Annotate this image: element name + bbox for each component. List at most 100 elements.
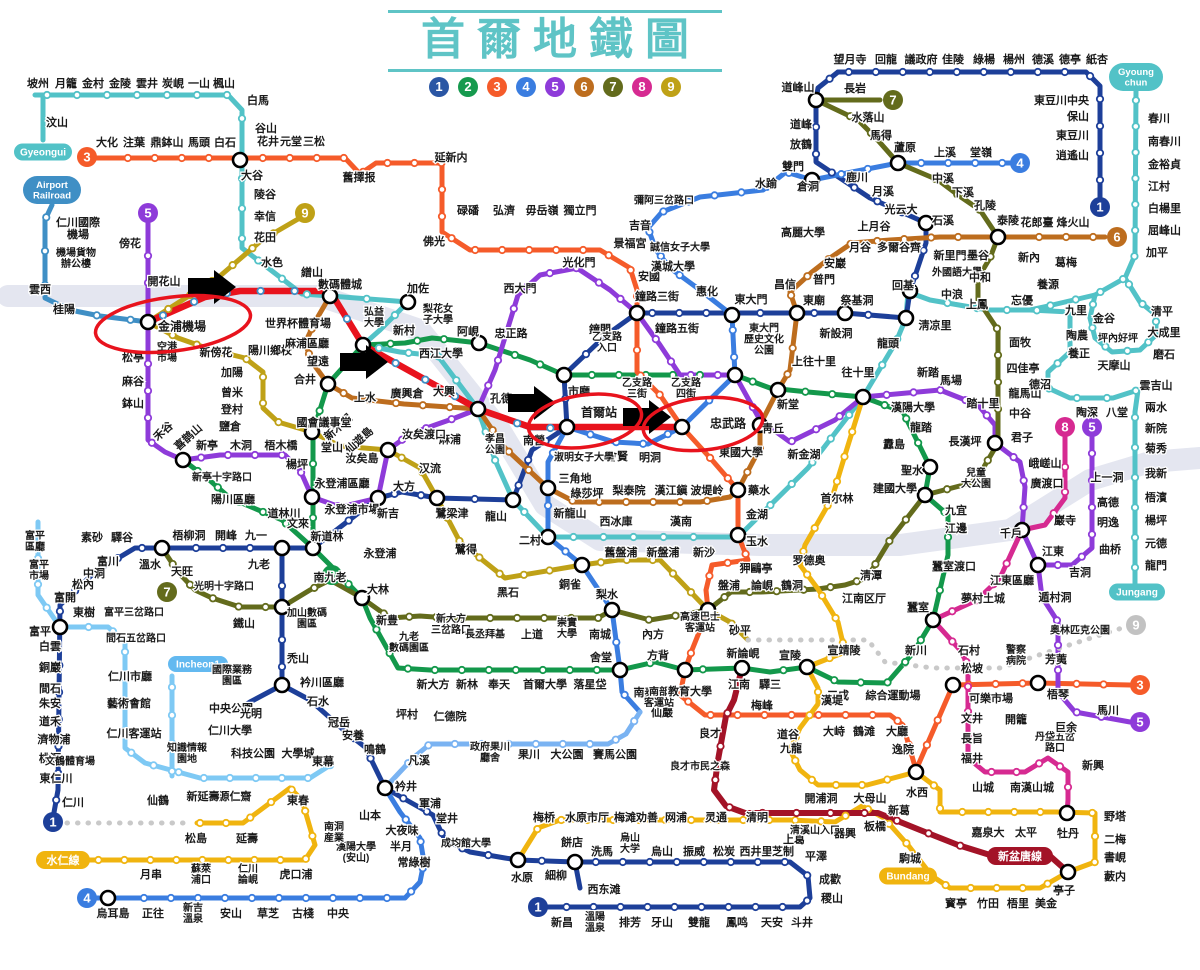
- station-label: 上往十里: [792, 354, 836, 368]
- station-label: 雙門: [782, 159, 804, 173]
- interchange-station: [989, 228, 1007, 246]
- station-label: 書峴: [1104, 850, 1126, 864]
- station-label: 芝制: [772, 844, 794, 858]
- station-dot: [1090, 832, 1100, 841]
- station-label: 德溪: [1031, 52, 1055, 66]
- station-dot: [168, 560, 177, 569]
- interchange-station: [917, 214, 935, 232]
- station-dot: [475, 553, 484, 562]
- legend-line-badge: 3: [487, 77, 507, 97]
- station-dot: [120, 647, 130, 656]
- station-dot: [218, 543, 228, 553]
- station-dot: [787, 291, 796, 300]
- station-dot: [127, 748, 136, 757]
- station-label: 丹垈五岔路口: [1035, 730, 1076, 754]
- station-label: 梨泰院: [612, 483, 646, 497]
- station-label: 國會議事堂: [297, 415, 352, 429]
- metro-line-gyeongui-jungang: [32, 92, 1141, 588]
- station-dot: [146, 855, 155, 865]
- station-label: 曲桥: [1099, 542, 1122, 556]
- station-label: 上一洞: [1091, 470, 1124, 484]
- station-dot: [258, 372, 268, 382]
- station-dot: [645, 857, 654, 867]
- station-label: 驛谷: [111, 530, 134, 544]
- station-dot: [126, 315, 135, 324]
- station-dot: [723, 558, 732, 567]
- legend-line-badge: 7: [603, 77, 623, 97]
- station-dot: [966, 756, 975, 765]
- station-label: 首爾站: [581, 404, 617, 419]
- station-dot: [552, 245, 561, 255]
- station-label: 仁川客運站: [107, 726, 162, 740]
- station-label: 白石: [214, 135, 236, 149]
- station-dot: [971, 158, 980, 168]
- station-dot: [831, 613, 840, 623]
- station-label: 纛島: [883, 437, 905, 451]
- station-dot: [1130, 413, 1140, 422]
- station-dot: [852, 577, 861, 586]
- station-dot: [963, 682, 973, 691]
- station-dot: [195, 818, 205, 828]
- station-dot: [982, 411, 991, 420]
- station-label: 雲吉山: [1140, 378, 1173, 392]
- station-dot: [825, 74, 834, 83]
- station-label: 山本: [359, 808, 381, 822]
- station-label: 金裕貞: [1147, 157, 1181, 171]
- station-label: 孝昌公園: [484, 432, 505, 456]
- station-dot: [695, 370, 704, 380]
- station-dot: [1131, 96, 1141, 105]
- station-label: 乙支路三街: [622, 376, 653, 400]
- station-label: 巨余: [1055, 720, 1078, 734]
- station-label: 麻浦: [438, 432, 461, 446]
- station-dot: [1102, 393, 1112, 403]
- station-label: 新踏: [917, 365, 940, 379]
- interchange-station: [273, 598, 291, 616]
- station-dot: [778, 902, 787, 912]
- station-dot: [579, 245, 588, 255]
- station-dot: [328, 893, 338, 903]
- station-label: 雙龍: [688, 915, 710, 929]
- station-label: 水踰: [755, 176, 778, 190]
- station-dot: [310, 583, 319, 592]
- station-label: 放鶴: [789, 137, 812, 151]
- station-dot: [941, 880, 950, 890]
- station-dot: [902, 839, 911, 848]
- legend-line-badge: 5: [545, 77, 565, 97]
- station-dot: [198, 855, 207, 865]
- interchange-station: [303, 488, 321, 506]
- station-label: 南九老: [314, 570, 347, 584]
- station-label: 堂山: [321, 440, 343, 454]
- station-label: 九里: [1064, 303, 1087, 317]
- station-dot: [323, 532, 332, 542]
- station-label: 江東區廳: [990, 573, 1034, 587]
- station-label: 長漢坪: [949, 434, 982, 448]
- station-label: 新林: [456, 677, 478, 691]
- station-dot: [758, 808, 767, 818]
- interchange-station: [676, 661, 694, 679]
- station-label: 德沼: [1028, 377, 1051, 391]
- station-dot: [1130, 252, 1139, 261]
- station-label: 新昌: [551, 915, 573, 929]
- station-dot: [963, 732, 973, 741]
- station-label: 道谷: [777, 727, 800, 741]
- station-dot: [1009, 453, 1018, 462]
- station-dot: [323, 435, 332, 444]
- station-dot: [302, 290, 311, 299]
- station-label: 論峴: [751, 578, 773, 592]
- station-label: 大公園: [551, 747, 584, 761]
- station-dot: [1095, 175, 1105, 185]
- station-dot: [421, 375, 430, 384]
- station-dot: [655, 390, 664, 399]
- station-dot: [751, 902, 760, 912]
- station-dot: [699, 857, 708, 867]
- station-dot: [837, 170, 846, 179]
- station-label: 烏耳島: [97, 906, 130, 920]
- interchange-station: [788, 304, 806, 322]
- station-label: 上溪: [934, 145, 957, 159]
- station-dot: [614, 370, 623, 380]
- station-dot: [546, 423, 555, 433]
- station-label: 議政府: [905, 52, 938, 66]
- station-dot: [841, 710, 850, 720]
- station-dot: [705, 453, 715, 462]
- line-number-badge-label: 1: [1096, 200, 1103, 215]
